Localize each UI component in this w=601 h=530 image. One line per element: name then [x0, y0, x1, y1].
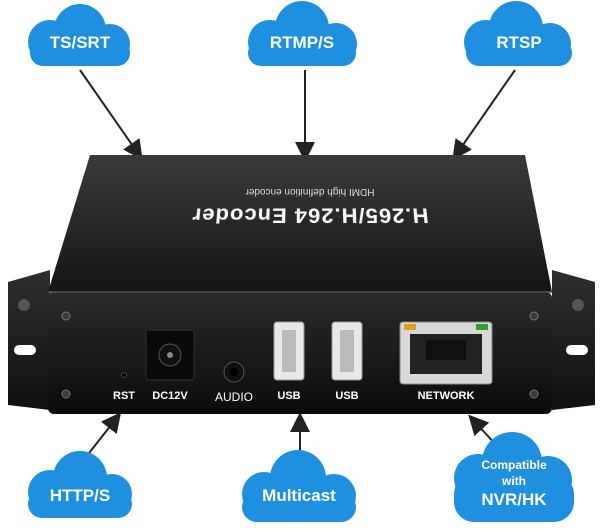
screw-icon	[529, 389, 539, 399]
cloud-label-nvr-hk: NVR/HK	[481, 490, 547, 509]
cloud-http	[28, 451, 132, 518]
port-label-usb-1: USB	[277, 390, 301, 402]
cloud-compatible	[454, 432, 574, 522]
screw-icon	[61, 389, 71, 399]
mounting-ear-left	[8, 270, 50, 410]
port-label-audio: AUDIO	[214, 390, 253, 404]
cloud-multicast	[242, 450, 356, 522]
device-top-panel	[48, 155, 552, 292]
cloud-ts-srt	[28, 4, 130, 66]
device-subtitle: HDMI high definition encoder	[245, 186, 375, 197]
rst-button-hole	[121, 372, 127, 378]
arrow-ts-srt	[79, 69, 143, 161]
cloud-label-rtsp: RTSP	[496, 33, 542, 52]
port-label-usb-2: USB	[335, 390, 359, 402]
port-label-rst: RST	[113, 390, 135, 402]
port-label-dc: DC12V	[152, 390, 188, 402]
cloud-label-rtmp: RTMP/S	[269, 33, 335, 52]
screw-icon	[61, 311, 71, 321]
cloud-rtsp	[464, 1, 572, 66]
mounting-ear-right	[552, 270, 595, 410]
device-title: H.265/H.264 Encoder	[190, 203, 430, 228]
cloud-label-compatible: Compatible	[481, 458, 547, 472]
cloud-label-ts-srt: TS/SRT	[49, 33, 111, 52]
cloud-label-with: with	[502, 474, 526, 488]
screw-icon	[529, 311, 539, 321]
arrow-rtsp	[452, 69, 516, 161]
cloud-rtmp	[248, 1, 357, 66]
cloud-label-multicast: Multicast	[262, 486, 336, 505]
port-label-network: NETWORK	[417, 390, 475, 402]
cloud-label-http: HTTP/S	[49, 486, 111, 505]
